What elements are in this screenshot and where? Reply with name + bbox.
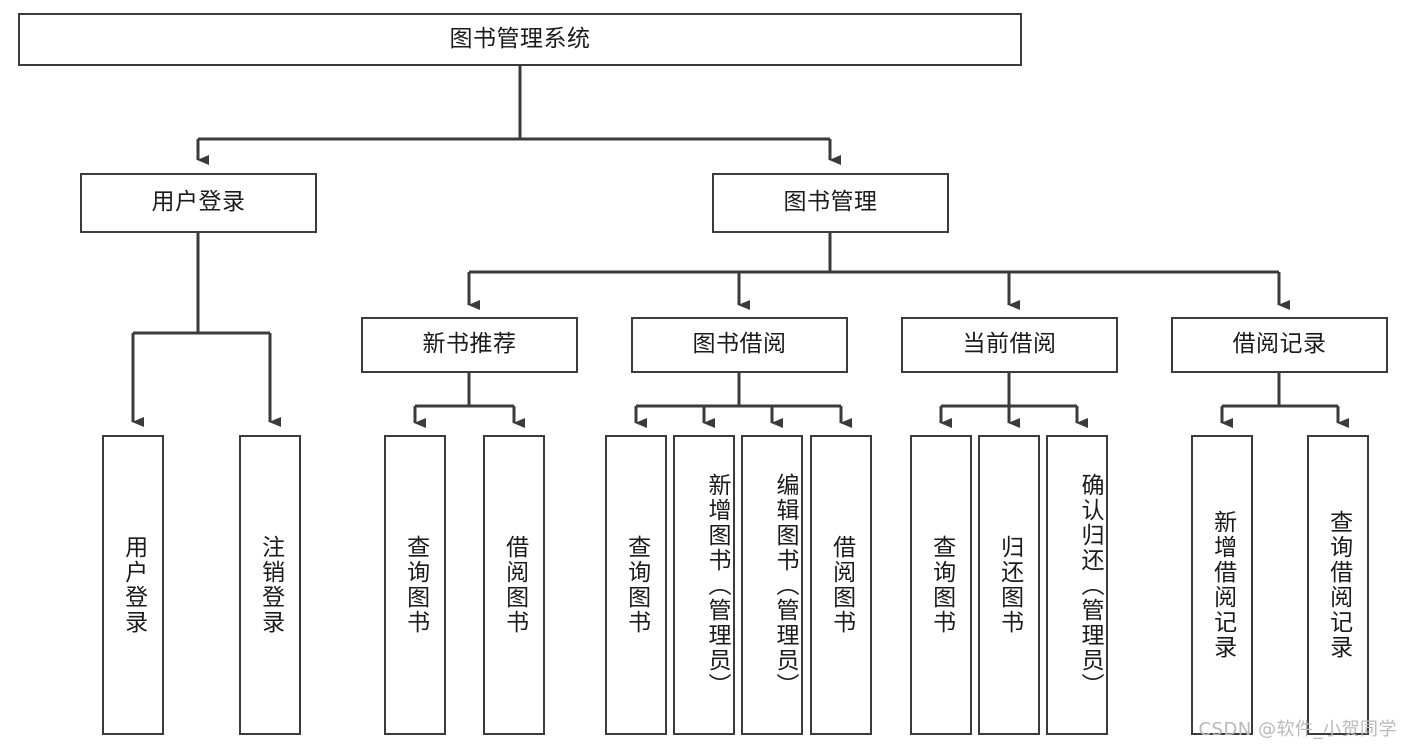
leaf-query-borrow-record[interactable]: 查询借阅记录 [1307, 435, 1369, 735]
node-label: 确认归还（管理员） [1077, 472, 1103, 698]
leaf-return-book[interactable]: 归还图书 [978, 435, 1040, 735]
node-current-borrow[interactable]: 当前借阅 [901, 317, 1118, 373]
leaf-logout[interactable]: 注销登录 [239, 435, 301, 735]
leaf-add-borrow-record[interactable]: 新增借阅记录 [1191, 435, 1253, 735]
leaf-query-book-recommend[interactable]: 查询图书 [384, 435, 446, 735]
node-label: 用户登录 [151, 189, 246, 216]
node-user-login[interactable]: 用户登录 [80, 173, 317, 233]
node-label: 新增图书（管理员） [704, 472, 730, 698]
node-label: 新书推荐 [422, 331, 517, 358]
node-label: 图书管理 [783, 189, 878, 216]
leaf-user-login[interactable]: 用户登录 [102, 435, 164, 735]
node-label: 借阅记录 [1232, 331, 1327, 358]
node-label: 查询图书 [623, 535, 650, 635]
node-label: 注销登录 [257, 535, 284, 635]
node-borrow-records[interactable]: 借阅记录 [1171, 317, 1388, 373]
node-label: 查询图书 [402, 535, 429, 635]
node-label: 图书借阅 [692, 331, 787, 358]
leaf-query-book-current[interactable]: 查询图书 [910, 435, 972, 735]
node-label: 新增借阅记录 [1209, 510, 1236, 660]
node-label: 归还图书 [996, 535, 1023, 635]
node-new-book-recommend[interactable]: 新书推荐 [361, 317, 578, 373]
node-root[interactable]: 图书管理系统 [18, 13, 1022, 66]
leaf-borrow-book[interactable]: 借阅图书 [810, 435, 872, 735]
node-label: 编辑图书（管理员） [772, 472, 798, 698]
node-book-management[interactable]: 图书管理 [712, 173, 949, 233]
leaf-query-book-borrow[interactable]: 查询图书 [605, 435, 667, 735]
node-label: 借阅图书 [501, 535, 528, 635]
node-label: 图书管理系统 [449, 25, 591, 52]
node-label: 借阅图书 [828, 535, 855, 635]
watermark-text: CSDN @软件_小贺同学 [1198, 719, 1397, 740]
node-book-borrow[interactable]: 图书借阅 [631, 317, 848, 373]
leaf-borrow-book-recommend[interactable]: 借阅图书 [483, 435, 545, 735]
leaf-confirm-return-admin[interactable]: 确认归还（管理员） [1046, 435, 1108, 735]
node-label: 查询图书 [928, 535, 955, 635]
leaf-add-book-admin[interactable]: 新增图书（管理员） [673, 435, 735, 735]
node-label: 查询借阅记录 [1325, 510, 1352, 660]
leaf-edit-book-admin[interactable]: 编辑图书（管理员） [741, 435, 803, 735]
node-label: 用户登录 [120, 535, 147, 635]
node-label: 当前借阅 [962, 331, 1057, 358]
